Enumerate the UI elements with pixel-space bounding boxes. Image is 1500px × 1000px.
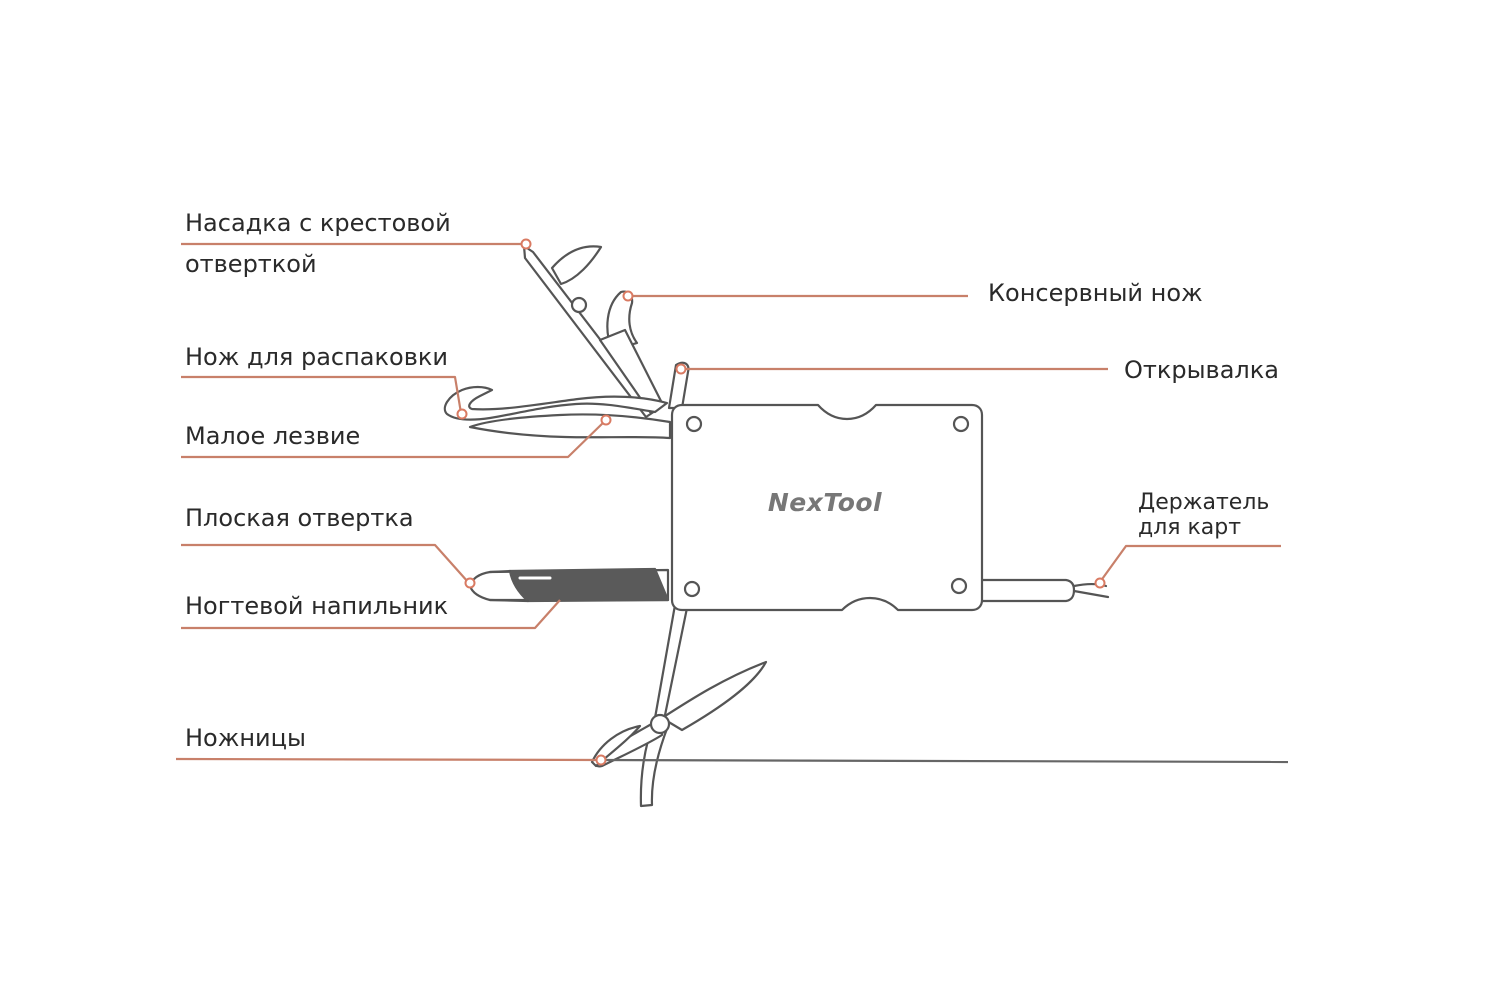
marker-points — [456, 238, 1106, 766]
label-bottle-opener: Открывалка — [1124, 356, 1279, 384]
marker-can-opener — [622, 290, 634, 302]
leader-lines — [175, 242, 1289, 764]
baseline — [600, 758, 1289, 764]
marker-small-blade — [600, 414, 612, 426]
phillips-bit-arm — [522, 244, 657, 419]
multitool-body — [670, 403, 984, 612]
label-flat-screwdriver: Плоская отвертка — [185, 504, 414, 532]
bottle-opener-arm — [667, 361, 690, 410]
leader-line-card-holder — [1099, 544, 1281, 583]
label-unboxing-knife: Нож для распаковки — [185, 343, 448, 371]
small-blade — [468, 413, 672, 440]
marker-unboxing-knife — [456, 408, 468, 420]
label-card-holder-line1: Держатель — [1138, 490, 1270, 515]
scissors-tool — [590, 603, 768, 808]
label-can-opener: Консервный нож — [988, 279, 1203, 307]
label-nail-file: Ногтевой напильник — [185, 592, 449, 620]
marker-phillips-bit — [520, 238, 532, 250]
leader-line-unboxing-knife — [181, 375, 463, 414]
label-phillips-bit-line1: Насадка с крестовой — [185, 209, 451, 237]
card-holder-slider — [978, 578, 1110, 603]
marker-scissors — [595, 754, 607, 766]
marker-flat-screwdriver — [464, 577, 476, 589]
leader-line-flat-screwdriver — [181, 543, 469, 583]
leader-line-nail-file — [181, 599, 561, 630]
brand-logo-text: NexTool — [767, 488, 883, 517]
leader-line-small-blade — [181, 419, 607, 459]
label-card-holder-line2: для карт — [1138, 515, 1242, 540]
marker-card-holder — [1094, 577, 1106, 589]
screwdriver-file — [468, 567, 670, 603]
marker-bottle-opener — [675, 363, 687, 375]
unboxing-knife — [443, 385, 669, 421]
label-small-blade: Малое лезвие — [185, 422, 361, 450]
label-scissors: Ножницы — [185, 724, 306, 752]
multitool-drawing — [443, 244, 1110, 808]
label-phillips-bit-line2: отверткой — [185, 250, 317, 278]
leader-line-scissors — [175, 757, 602, 762]
